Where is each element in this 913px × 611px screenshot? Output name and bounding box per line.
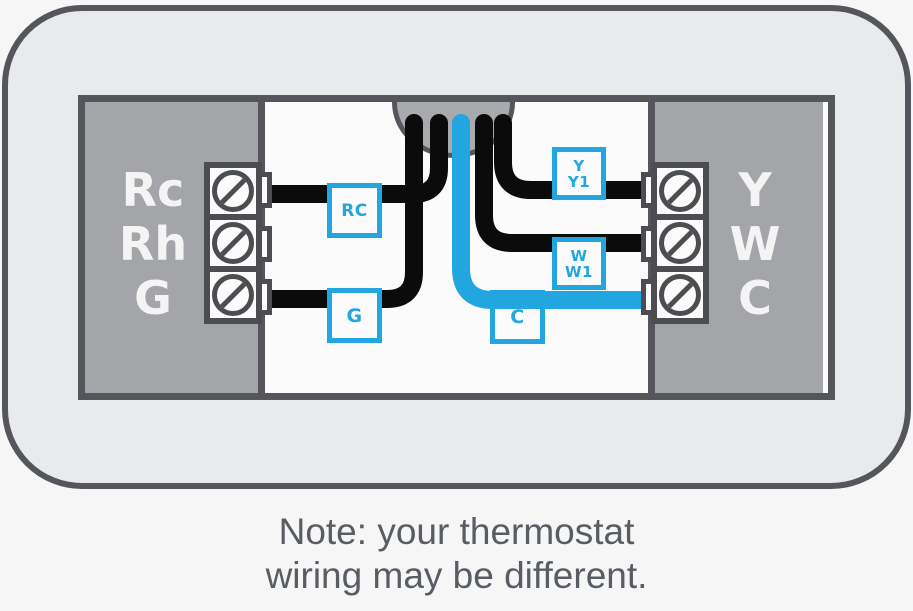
wire-tag-c-text: C	[510, 306, 525, 328]
screw-terminal-icon	[659, 222, 701, 264]
screw-terminal-icon	[212, 274, 254, 316]
wire-tag-g-text: G	[346, 304, 363, 327]
wire-tag-w-w1: W W1	[552, 237, 606, 290]
right-terminal-labels: Y W C	[699, 163, 811, 325]
wire-tag-w-line2: W1	[565, 262, 593, 281]
wire-tag-g: G	[327, 288, 382, 343]
terminal-cell-y	[657, 168, 703, 214]
wire-tag-rc-text: RC	[341, 200, 368, 221]
terminal-label-y: Y	[738, 163, 772, 217]
terminal-cell-rc	[210, 168, 256, 214]
wire-tag-y-lines: Y Y1	[568, 158, 590, 190]
right-terminal-block	[651, 162, 709, 324]
wire-tag-y-line1: Y	[573, 156, 585, 175]
terminal-cell-g	[210, 272, 256, 318]
wire-tag-y-y1: Y Y1	[552, 147, 606, 200]
left-terminal-block	[204, 162, 262, 324]
terminal-label-w: W	[729, 217, 781, 271]
terminal-label-g: G	[134, 271, 172, 325]
terminal-label-rc: Rc	[121, 163, 185, 217]
screw-terminal-icon	[212, 222, 254, 264]
terminal-cell-rh	[210, 220, 256, 266]
left-terminal-labels: Rc Rh G	[97, 163, 209, 325]
terminal-label-c: C	[738, 271, 772, 325]
terminal-cell-w	[657, 220, 703, 266]
terminal-label-rh: Rh	[118, 217, 188, 271]
wire-tag-c: C	[490, 290, 545, 344]
terminal-cell-c	[657, 272, 703, 318]
wire-tag-w-lines: W W1	[565, 248, 593, 280]
wire-tag-rc: RC	[327, 183, 382, 238]
screw-terminal-icon	[212, 170, 254, 212]
wire-tag-y-line2: Y1	[567, 172, 591, 191]
screw-terminal-icon	[659, 274, 701, 316]
screw-terminal-icon	[659, 170, 701, 212]
wire-tag-w-line1: W	[570, 246, 588, 265]
note-text: Note: your thermostat wiring may be diff…	[0, 510, 913, 598]
note-line-2: wiring may be different.	[265, 555, 648, 596]
note-line-1: Note: your thermostat	[278, 511, 635, 552]
